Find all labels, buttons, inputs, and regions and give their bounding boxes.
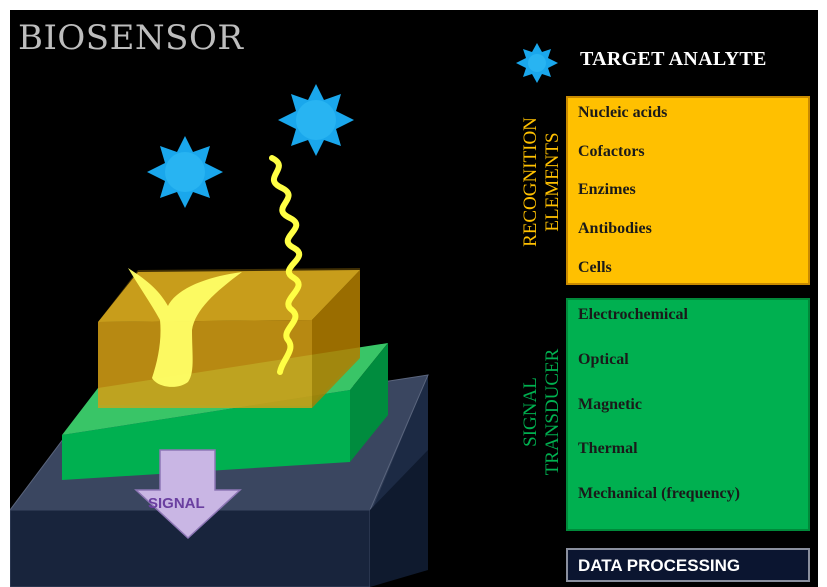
diagram-title: BIOSENSOR — [18, 18, 244, 58]
signal-transducer-heading: SIGNAL TRANSDUCER — [520, 312, 568, 512]
recognition-elements-heading: RECOGNITION ELEMENTS — [520, 82, 568, 282]
legend-target-analyte: TARGET ANALYTE — [580, 48, 767, 70]
transducer-heading-line-2: TRANSDUCER — [542, 348, 563, 476]
recognition-item-nucleic-acids: Nucleic acids — [578, 104, 668, 121]
signal-transducer-box: Electrochemical Optical Magnetic Thermal… — [566, 298, 810, 531]
biosensor-illustration — [10, 43, 558, 587]
biosensor-diagram: BIOSENSOR TARGET ANALYTE RECOGNITION ELE… — [10, 10, 818, 587]
recognition-heading-line-2: ELEMENTS — [542, 132, 563, 232]
signal-arrow-label: SIGNAL — [148, 495, 205, 512]
antibody-shape — [128, 268, 242, 387]
transducer-item-thermal: Thermal — [578, 440, 638, 457]
analyte-star-left — [147, 136, 223, 208]
transducer-heading-line-1: SIGNAL — [520, 377, 541, 447]
transducer-item-mechanical: Mechanical (frequency) — [578, 485, 740, 502]
dna-strand-shape — [269, 155, 303, 375]
recognition-item-antibodies: Antibodies — [578, 220, 652, 237]
transducer-item-magnetic: Magnetic — [578, 396, 642, 413]
recognition-layer — [98, 268, 360, 408]
recognition-item-cells: Cells — [578, 259, 612, 276]
recognition-item-enzimes: Enzimes — [578, 181, 636, 198]
transducer-item-optical: Optical — [578, 351, 629, 368]
transducer-item-electrochemical: Electrochemical — [578, 306, 688, 323]
data-processing-label: DATA PROCESSING — [578, 556, 741, 575]
recognition-item-cofactors: Cofactors — [578, 143, 645, 160]
signal-arrow — [134, 449, 242, 540]
star-burst-analyte-icon — [516, 43, 558, 83]
data-processing-box: DATA PROCESSING — [566, 548, 810, 582]
recognition-heading-line-1: RECOGNITION — [520, 117, 541, 247]
analyte-star-right — [278, 84, 354, 156]
recognition-elements-box: Nucleic acids Cofactors Enzimes Antibodi… — [566, 96, 810, 285]
